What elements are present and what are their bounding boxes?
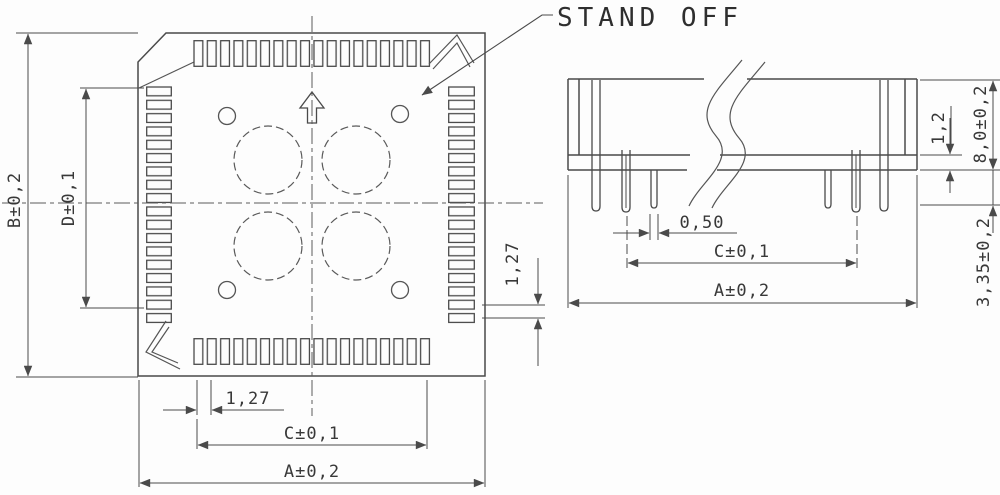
side-view-dimensions: 1,2 8,0±0,2 3,35±0,2 0,50 C±0,1 A±0,2: [567, 79, 1000, 308]
pin-right-inner: [824, 170, 832, 209]
standoff-callout: STAND OFF: [421, 3, 743, 96]
pin-wall-left: [591, 80, 601, 212]
pin-right-outer: [851, 150, 861, 213]
break-lines: [688, 59, 766, 209]
standoff-bosses: [217, 104, 410, 300]
index-chamfer-line: [138, 61, 195, 89]
dim-a-label: A±0,2: [284, 462, 340, 482]
standoff-boss-top-right: [390, 104, 410, 124]
top-view: [2, 16, 543, 416]
dim-pin-width-label: 0,50: [680, 213, 725, 233]
dim-b-label: B±0,2: [5, 172, 25, 228]
corner-ear-top-right: [428, 34, 475, 70]
side-dim-c-label: C±0,1: [714, 242, 770, 262]
pin-left-inner: [650, 170, 658, 209]
corner-ear-bottom-left: [145, 320, 181, 370]
dim-pitch-bottom-label: 1,27: [226, 389, 271, 409]
dim-pitch-right-label: 1,27: [503, 242, 523, 287]
dim-flange-label: 1,2: [929, 111, 949, 145]
side-view-pins: [591, 80, 889, 213]
contact-row-right: [448, 85, 475, 325]
center-holes: [233, 125, 391, 281]
standoff-boss-bottom-left: [217, 280, 237, 300]
standoff-boss-bottom-right: [390, 280, 410, 300]
pin-left-outer: [621, 150, 631, 213]
dim-standoff-label: 3,35±0,2: [974, 217, 994, 307]
dim-c-label: C±0,1: [284, 424, 340, 444]
side-dim-a-label: A±0,2: [714, 281, 770, 301]
dim-height-label: 8,0±0,2: [971, 85, 991, 164]
dim-d-label: D±0,1: [59, 170, 79, 226]
pin-wall-right: [879, 80, 889, 212]
side-view-body-outline: [567, 78, 918, 171]
side-view: [567, 59, 918, 213]
standoff-callout-label: STAND OFF: [557, 3, 743, 33]
standoff-boss-top-left: [217, 106, 237, 126]
top-view-dimensions: B±0,2 D±0,1 1,27 1,27 C±0,1 A±0,2: [5, 32, 545, 488]
contact-row-left: [146, 85, 172, 325]
